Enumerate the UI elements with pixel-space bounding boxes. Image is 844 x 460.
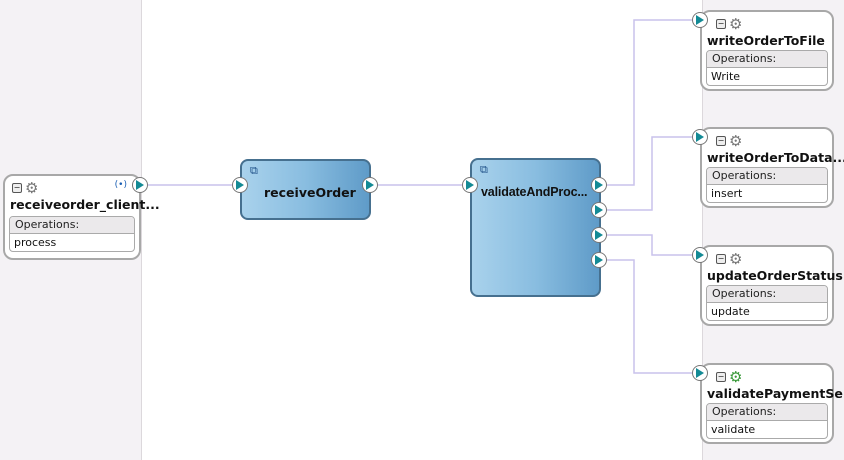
wire-to-updateorderstatus	[605, 234, 700, 256]
reference-validatepayment[interactable]: −⚙ validatePaymentSe... Operations: valid…	[700, 363, 844, 444]
operations-list: Operations: update	[706, 285, 828, 321]
validate-input-port[interactable]	[462, 177, 478, 193]
collapse-icon[interactable]: −	[716, 372, 726, 382]
bpel-process-icon: ⧉	[480, 163, 488, 176]
web-service-icon: ⚙	[729, 368, 743, 386]
collapse-icon[interactable]: −	[716, 136, 726, 146]
writeordertodata-port[interactable]	[692, 129, 708, 145]
receiveorder-output-port[interactable]	[362, 177, 378, 193]
component-name: validateAndProc...	[481, 185, 588, 199]
writeordertofile-port[interactable]	[692, 12, 708, 28]
receiveorder-input-port[interactable]	[232, 177, 248, 193]
collapse-icon[interactable]: −	[716, 19, 726, 29]
reference-name: writeOrderToData...	[707, 150, 844, 165]
validate-output-port-2[interactable]	[591, 202, 607, 218]
operations-header: Operations:	[10, 217, 134, 234]
validatepayment-port[interactable]	[692, 365, 708, 381]
validate-output-port-3[interactable]	[591, 227, 607, 243]
reference-name: updateOrderStatus	[707, 268, 843, 283]
operations-header: Operations:	[707, 168, 827, 185]
operations-list: Operations: validate	[706, 403, 828, 439]
service-name: receiveorder_client...	[10, 197, 160, 212]
operations-header: Operations:	[707, 404, 827, 421]
updateorderstatus-port[interactable]	[692, 247, 708, 263]
wire-to-writeordertodata	[605, 136, 700, 211]
reference-name: validatePaymentSe...	[707, 386, 844, 401]
operations-header: Operations:	[707, 51, 827, 68]
component-name: receiveOrder	[264, 185, 356, 200]
wsdl-binding-icon: (•)	[114, 180, 127, 190]
operation-item[interactable]: validate	[711, 423, 756, 436]
validate-output-port-1[interactable]	[591, 177, 607, 193]
wire-to-validatepayment	[605, 259, 700, 374]
operations-list: Operations: Write	[706, 50, 828, 86]
bpel-process-icon: ⧉	[250, 164, 258, 177]
component-receiveorder[interactable]: ⧉ receiveOrder	[240, 159, 371, 220]
collapse-icon[interactable]: −	[716, 254, 726, 264]
operation-item[interactable]: update	[711, 305, 750, 318]
database-adapter-icon: ⚙	[729, 250, 743, 268]
file-adapter-icon: ⚙	[729, 15, 743, 33]
operations-header: Operations:	[707, 286, 827, 303]
service-port[interactable]	[132, 177, 148, 193]
collapse-icon[interactable]: −	[12, 183, 22, 193]
reference-writeordertodata[interactable]: −⚙ writeOrderToData... Operations: insert	[700, 127, 844, 208]
wire-to-writeordertofile	[605, 19, 700, 186]
operations-list: Operations: process	[9, 216, 135, 252]
operation-item[interactable]: process	[14, 236, 57, 249]
reference-updateorderstatus[interactable]: −⚙ updateOrderStatus Operations: update	[700, 245, 843, 326]
web-service-icon: ⚙	[25, 179, 39, 197]
operations-list: Operations: insert	[706, 167, 828, 203]
operation-item[interactable]: insert	[711, 187, 743, 200]
reference-writeordertofile[interactable]: −⚙ writeOrderToFile Operations: Write	[700, 10, 834, 91]
reference-name: writeOrderToFile	[707, 33, 825, 48]
validate-output-port-4[interactable]	[591, 252, 607, 268]
service-receiveorder-client[interactable]: −⚙ (•) receiveorder_client... Operations…	[3, 174, 160, 260]
component-validateandprocess[interactable]: ⧉ validateAndProc...	[470, 158, 601, 297]
operation-item[interactable]: Write	[711, 70, 741, 83]
database-adapter-icon: ⚙	[729, 132, 743, 150]
